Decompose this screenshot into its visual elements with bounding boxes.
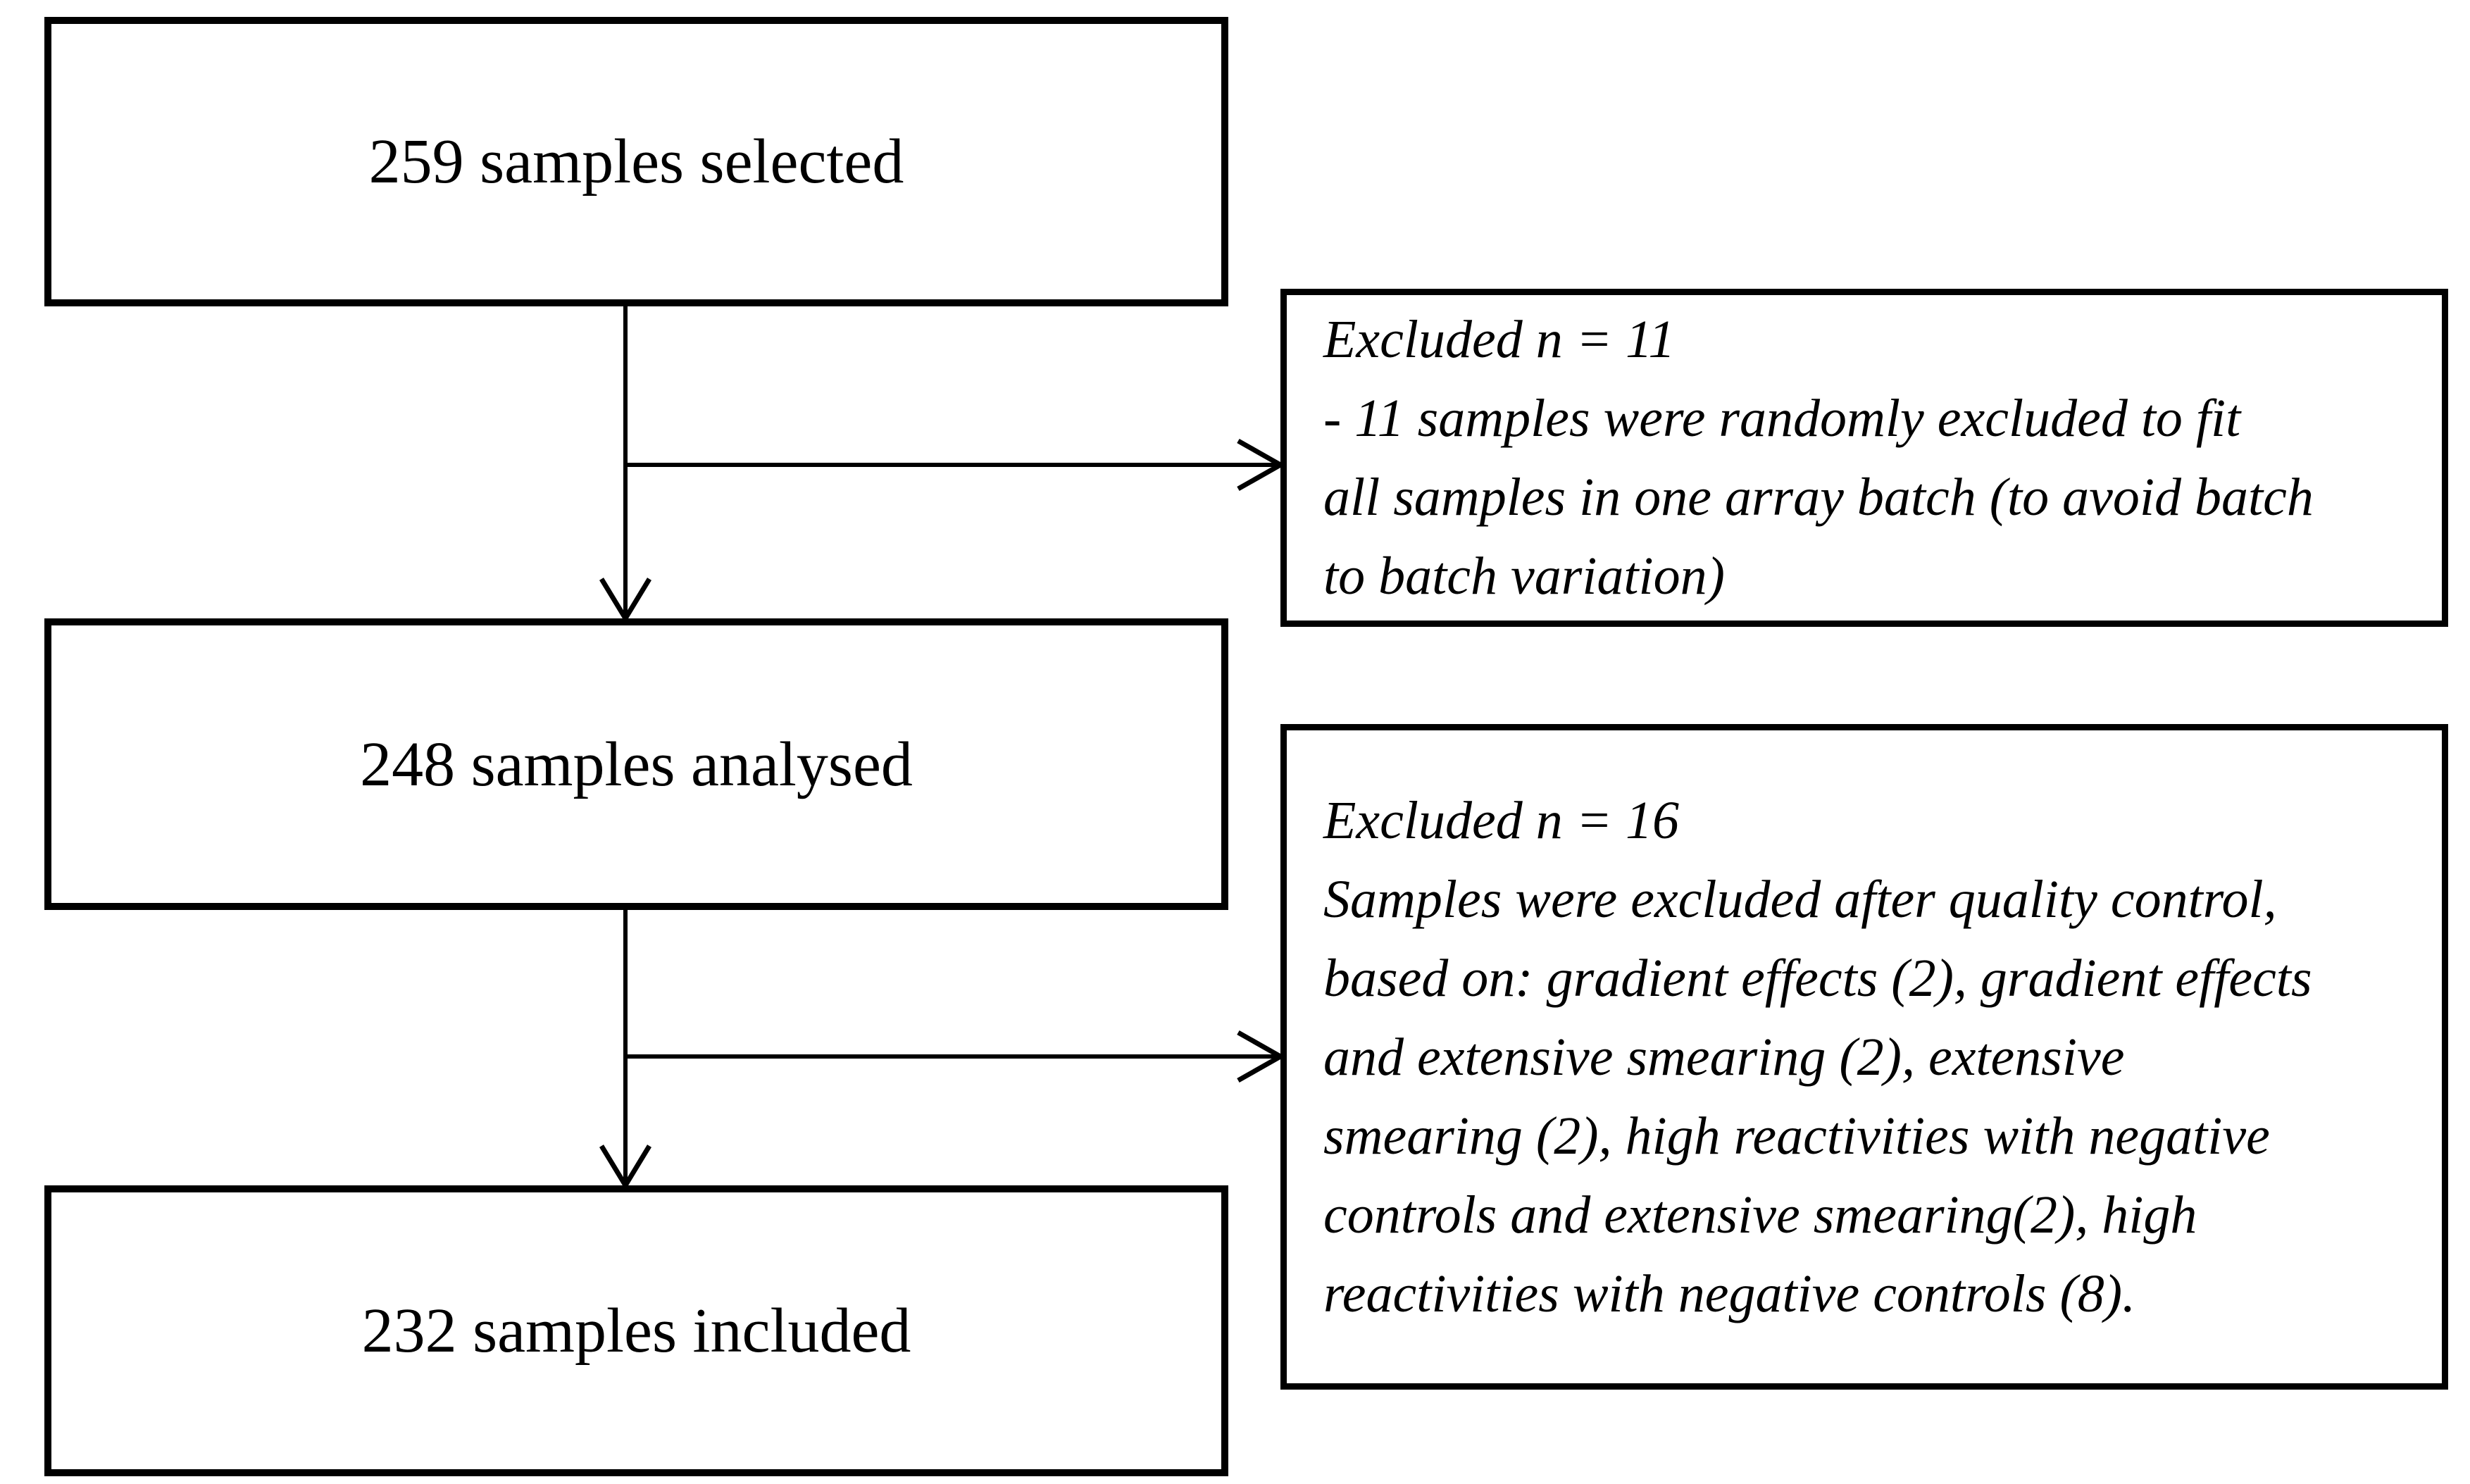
exclusion-n16-line: Samples were excluded after quality cont… [1323, 869, 2277, 929]
connector-vertical-1 [623, 306, 628, 617]
exclusion-n11-line: to batch variation) [1323, 547, 1725, 606]
connector-branch-1 [625, 463, 1278, 467]
exclusion-n11-line: all samples in one array batch (to avoid… [1323, 468, 2314, 527]
flow-box-samples-analysed: 248 samples analysed [44, 618, 1228, 910]
arrowhead-down-icon [599, 578, 651, 621]
exclusion-n16-line: smearing (2), high reactivities with neg… [1323, 1106, 2270, 1166]
flow-box-samples-analysed-label: 248 samples analysed [360, 729, 913, 799]
flow-box-samples-included: 232 samples included [44, 1185, 1228, 1476]
flow-box-samples-included-label: 232 samples included [361, 1296, 911, 1366]
exclusion-n16-line: and extensive smearing (2), extensive [1323, 1027, 2125, 1087]
exclusion-n11-title: Excluded n = 11 [1323, 310, 1676, 369]
flow-box-samples-selected: 259 samples selected [44, 17, 1228, 306]
exclusion-box-n16: Excluded n = 16 Samples were excluded af… [1280, 724, 2448, 1390]
flow-box-samples-selected-label: 259 samples selected [368, 127, 904, 197]
exclusion-n11-line: - 11 samples were randomly excluded to f… [1323, 389, 2241, 448]
arrowhead-right-icon [1237, 438, 1285, 492]
arrowhead-down-icon [599, 1145, 651, 1188]
connector-vertical-2 [623, 910, 628, 1184]
exclusion-n16-line: controls and extensive smearing(2), high [1323, 1185, 2197, 1245]
connector-branch-2 [625, 1054, 1278, 1059]
exclusion-n16-line: based on: gradient effects (2), gradient… [1323, 948, 2312, 1008]
exclusion-n16-title: Excluded n = 16 [1323, 790, 1680, 850]
exclusion-n16-line: reactivities with negative controls (8). [1323, 1264, 2136, 1323]
arrowhead-right-icon [1237, 1030, 1285, 1083]
exclusion-box-n11: Excluded n = 11 - 11 samples were random… [1280, 289, 2448, 627]
